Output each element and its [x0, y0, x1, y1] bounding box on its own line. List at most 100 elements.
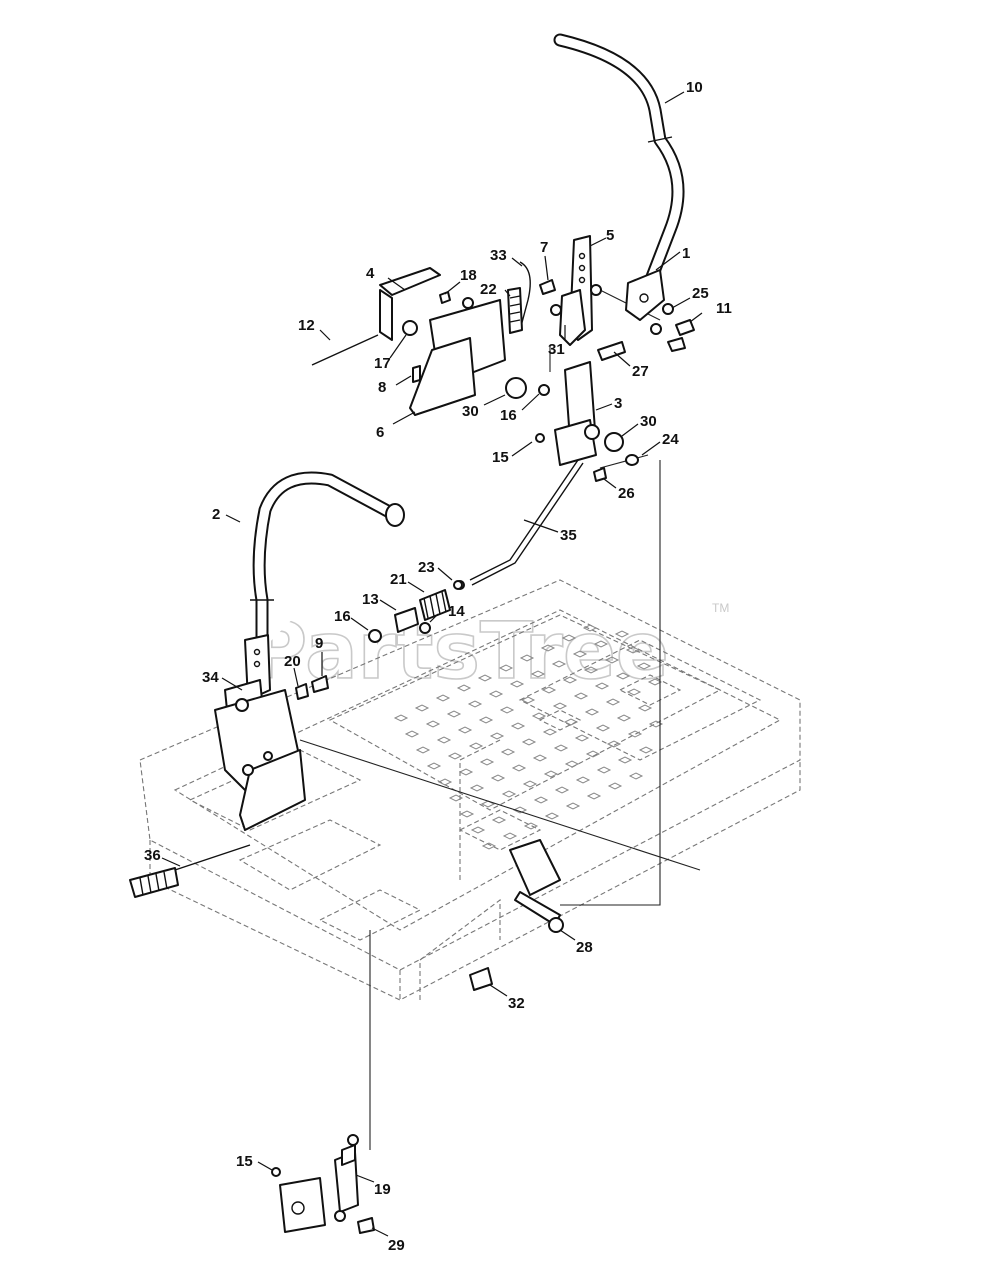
callout-22[interactable]: 22: [480, 281, 497, 298]
perforation-hole: [551, 660, 567, 668]
callout-33[interactable]: 33: [490, 247, 507, 264]
perforation-hole: [596, 766, 612, 774]
chassis-frame: [139, 579, 801, 1001]
guide-lines: [299, 289, 701, 1150]
watermark-trademark: TM: [712, 601, 729, 615]
callout-12[interactable]: 12: [298, 317, 315, 334]
perforation-hole: [606, 740, 622, 748]
callout-7[interactable]: 7: [540, 239, 548, 256]
callout-28[interactable]: 28: [576, 939, 593, 956]
perforation-hole: [582, 624, 598, 632]
perforation-hole: [501, 790, 517, 798]
perforation-hole: [572, 650, 588, 658]
part-1-plate: [650, 303, 695, 352]
perforation-hole: [532, 754, 548, 762]
perforation-hole: [628, 772, 644, 780]
leader-lines: [161, 91, 703, 1237]
perforation-hole: [478, 716, 494, 724]
callout-6[interactable]: 6: [376, 424, 384, 441]
part-10-right-lever[interactable]: [553, 33, 685, 321]
callout-19[interactable]: 19: [374, 1181, 391, 1198]
part-35-rod: [455, 459, 584, 590]
perforation-hole: [627, 730, 643, 738]
callout-29[interactable]: 29: [388, 1237, 405, 1254]
perforation-hole: [647, 678, 663, 686]
perforation-hole: [593, 640, 609, 648]
callout-3[interactable]: 3: [614, 395, 622, 412]
perforation-hole: [574, 734, 590, 742]
perforation-hole: [552, 702, 568, 710]
callout-15a[interactable]: 15: [492, 449, 509, 466]
callout-11[interactable]: 11: [716, 300, 732, 317]
callout-27[interactable]: 27: [632, 363, 649, 380]
perforation-hole: [554, 786, 570, 794]
callout-5[interactable]: 5: [606, 227, 614, 244]
perforation-hole: [446, 710, 462, 718]
perforation-hole: [512, 806, 528, 814]
callout-21[interactable]: 21: [390, 571, 407, 588]
callout-35[interactable]: 35: [560, 527, 577, 544]
callout-4[interactable]: 4: [366, 265, 375, 282]
callout-16a[interactable]: 16: [500, 407, 517, 424]
perforation-hole: [540, 644, 556, 652]
perforation-hole: [533, 796, 549, 804]
part-3-pivot: [505, 361, 639, 482]
perforation-hole: [637, 704, 653, 712]
callout-10[interactable]: 10: [686, 79, 703, 96]
perforation-hole: [435, 694, 451, 702]
perforation-hole: [467, 700, 483, 708]
callout-13[interactable]: 13: [362, 591, 379, 608]
perforation-hole: [479, 758, 495, 766]
perforation-hole: [595, 724, 611, 732]
perforation-hole: [481, 842, 497, 850]
callout-14[interactable]: 14: [448, 603, 465, 620]
perforation-hole: [617, 756, 633, 764]
perforation-hole: [470, 826, 486, 834]
perforation-hole: [541, 686, 557, 694]
callout-31[interactable]: 31: [548, 341, 565, 358]
perforation-hole: [488, 690, 504, 698]
perforation-hole: [616, 714, 632, 722]
perforation-hole: [585, 750, 601, 758]
callout-9[interactable]: 9: [315, 635, 323, 652]
part-28-pin: [469, 839, 564, 991]
perforation-hole: [500, 748, 516, 756]
callout-15b[interactable]: 15: [236, 1153, 253, 1170]
callout-36[interactable]: 36: [144, 847, 161, 864]
perforation-hole: [575, 776, 591, 784]
callout-20[interactable]: 20: [284, 653, 301, 670]
perforation-hole: [523, 822, 539, 830]
callout-17[interactable]: 17: [374, 355, 391, 372]
callout-30b[interactable]: 30: [640, 413, 657, 430]
perforation-hole: [605, 698, 621, 706]
callout-34[interactable]: 34: [202, 669, 219, 686]
perforation-hole: [604, 656, 620, 664]
callout-26[interactable]: 26: [618, 485, 635, 502]
perforation-hole: [607, 782, 623, 790]
perforation-hole: [477, 674, 493, 682]
part-33-rod: [507, 261, 531, 334]
perforation-hole: [480, 800, 496, 808]
perforation-hole: [498, 664, 514, 672]
callout-18[interactable]: 18: [460, 267, 477, 284]
perforation-hole: [520, 696, 536, 704]
callout-30a[interactable]: 30: [462, 403, 479, 420]
perforation-hole: [437, 778, 453, 786]
perforation-hole: [511, 764, 527, 772]
part-6-bracket: [311, 267, 506, 416]
callout-2[interactable]: 2: [212, 506, 220, 523]
perforation-hole: [436, 736, 452, 744]
perforation-hole: [426, 762, 442, 770]
callout-25[interactable]: 25: [692, 285, 709, 302]
callout-32[interactable]: 32: [508, 995, 525, 1012]
callout-8[interactable]: 8: [378, 379, 386, 396]
callout-23[interactable]: 23: [418, 559, 435, 576]
part-2-left-lever[interactable]: [250, 471, 405, 657]
perforation-hole: [499, 706, 515, 714]
callout-16b[interactable]: 16: [334, 608, 351, 625]
callout-1[interactable]: 1: [682, 245, 690, 262]
callout-24[interactable]: 24: [662, 431, 679, 448]
perforation-hole: [638, 746, 654, 754]
